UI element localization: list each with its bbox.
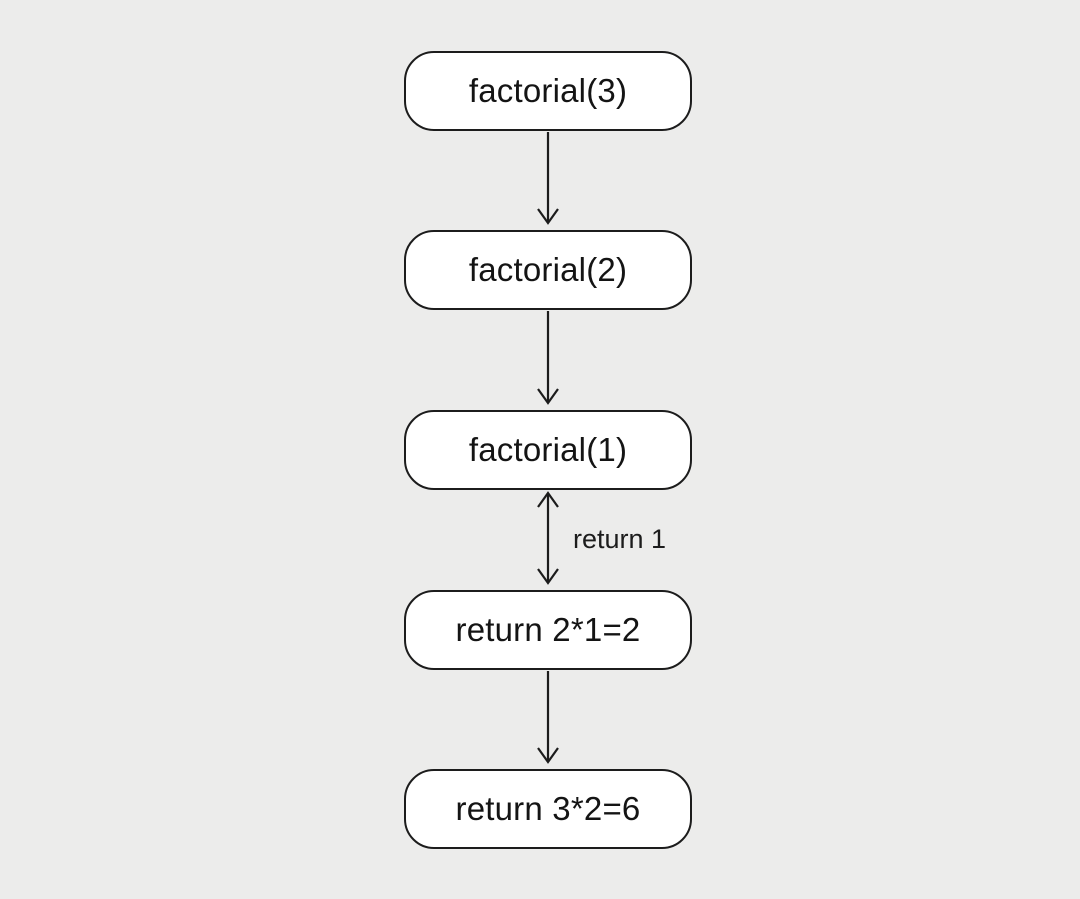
edge-label-return-1: return 1 (573, 524, 667, 554)
double-arrow-return-1 (537, 491, 559, 585)
node-return-6: return 3*2=6 (404, 769, 692, 849)
node-label: factorial(1) (468, 431, 628, 468)
node-factorial-1: factorial(1) (404, 410, 692, 490)
arrow-return2-to-return6 (537, 671, 559, 764)
arrow-factorial3-to-factorial2 (537, 132, 559, 225)
node-label: return 3*2=6 (455, 790, 641, 827)
node-return-2: return 2*1=2 (404, 590, 692, 670)
node-label: return 2*1=2 (455, 611, 641, 648)
node-factorial-2: factorial(2) (404, 230, 692, 310)
node-label: factorial(3) (468, 72, 628, 109)
arrow-factorial2-to-factorial1 (537, 311, 559, 405)
node-factorial-3: factorial(3) (404, 51, 692, 131)
node-label: factorial(2) (468, 251, 628, 288)
